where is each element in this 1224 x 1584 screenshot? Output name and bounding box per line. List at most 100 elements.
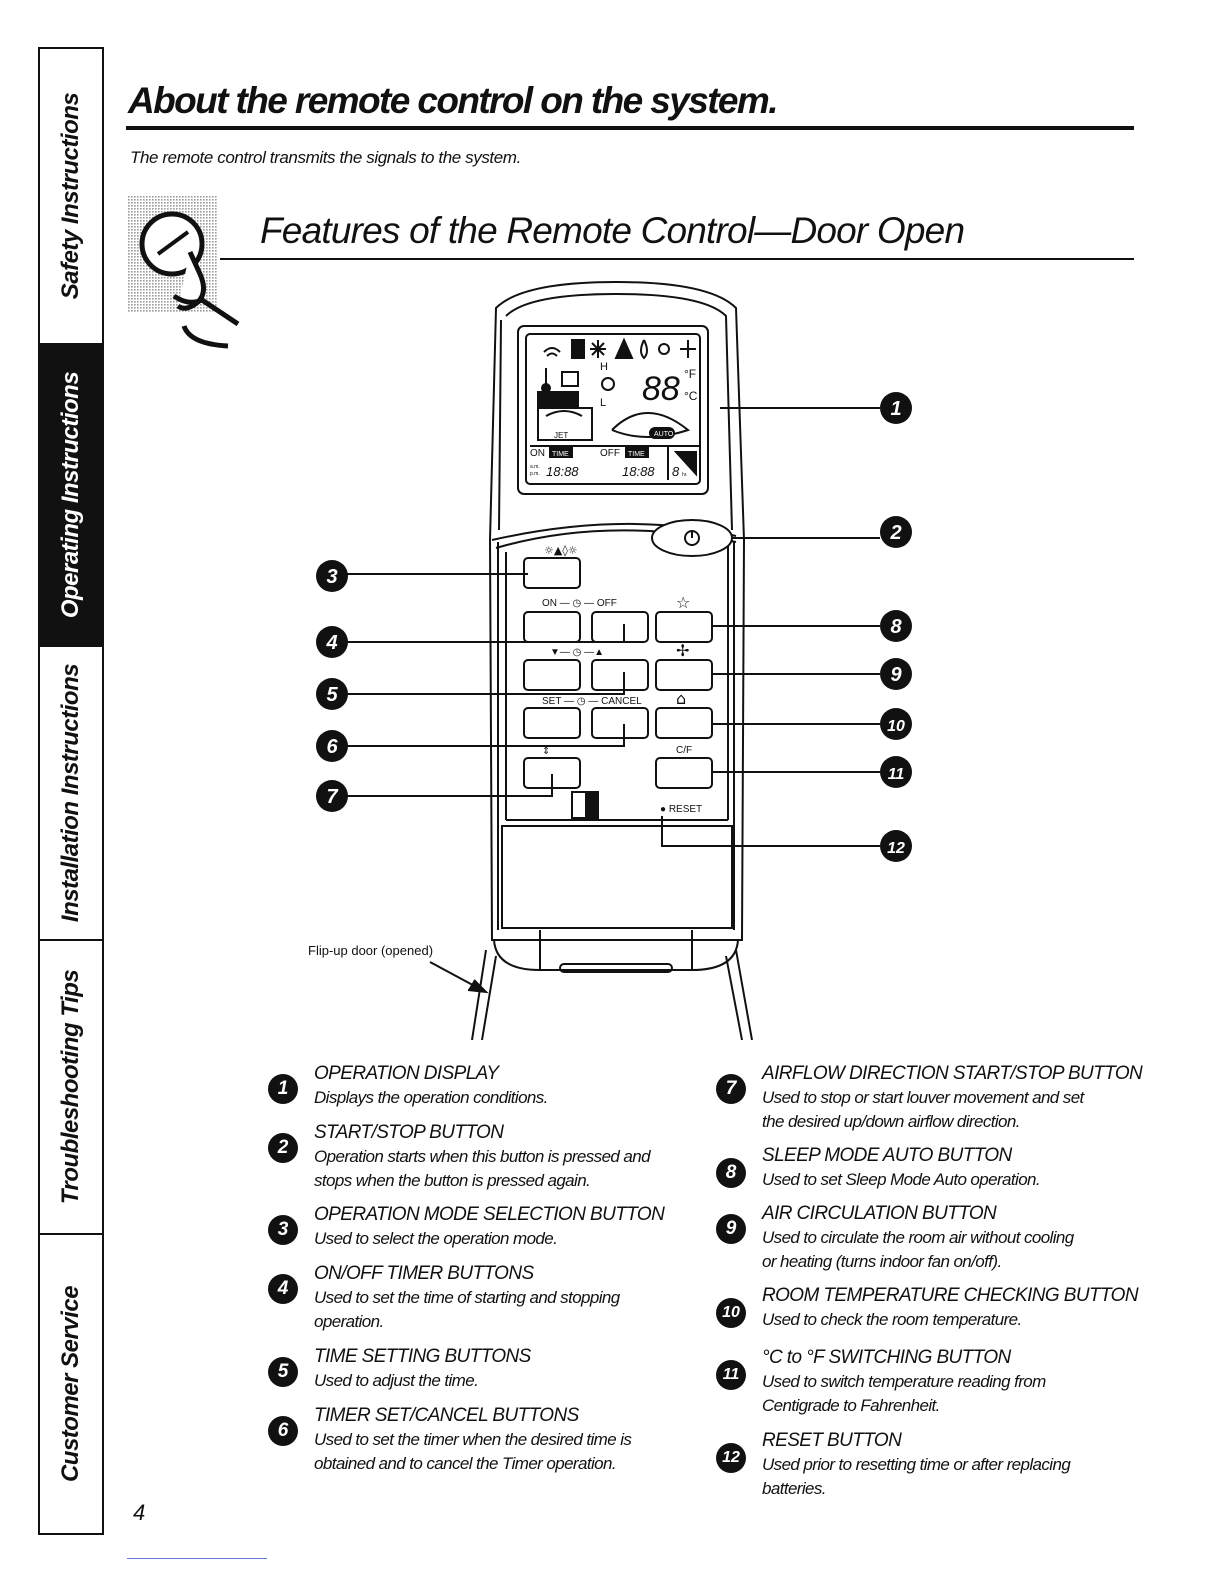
legend-title: ROOM TEMPERATURE CHECKING BUTTON bbox=[762, 1285, 1139, 1306]
callout-2: 2 bbox=[889, 522, 901, 544]
air-circulation-button bbox=[655, 659, 713, 691]
page-subtitle: The remote control transmits the signals… bbox=[130, 148, 521, 167]
legend-number: 1 bbox=[268, 1074, 298, 1104]
cf-button bbox=[655, 757, 713, 789]
callout-1: 1 bbox=[890, 398, 901, 420]
legend-desc: Used to check the room temperature. bbox=[762, 1310, 1022, 1329]
legend-title: °C to °F SWITCHING BUTTON bbox=[762, 1347, 1011, 1368]
sleep-star-icon: ☆ bbox=[676, 593, 690, 612]
legend-title: AIRFLOW DIRECTION START/STOP BUTTON bbox=[762, 1063, 1143, 1084]
legend-desc: Used to adjust the time. bbox=[314, 1371, 479, 1390]
legend-number: 8 bbox=[716, 1158, 746, 1188]
display-off-time-label: TIME bbox=[628, 451, 645, 458]
flip-up-door bbox=[493, 939, 739, 971]
callout-11: 11 bbox=[888, 766, 905, 783]
legend-number: 9 bbox=[716, 1214, 746, 1244]
section-rule bbox=[220, 258, 1134, 260]
display-off-time: 18:88 bbox=[622, 464, 655, 479]
legend-desc: Centigrade to Fahrenheit. bbox=[762, 1396, 940, 1415]
display-off: OFF bbox=[600, 448, 620, 459]
callout-9: 9 bbox=[890, 664, 902, 686]
display-lo: L bbox=[600, 397, 606, 409]
legend-number: 12 bbox=[716, 1443, 746, 1473]
room-temp-button bbox=[655, 707, 713, 739]
legend-title: SLEEP MODE AUTO BUTTON bbox=[762, 1145, 1012, 1166]
display-unit-c: °C bbox=[684, 389, 698, 403]
legend-number: 3 bbox=[268, 1215, 298, 1245]
set-cancel-label: SET — ◷ — CANCEL bbox=[542, 696, 642, 707]
legend-title: OPERATION DISPLAY bbox=[314, 1063, 499, 1084]
room-temp-icon: ⌂ bbox=[676, 689, 686, 708]
display-hr-digit: 8 bbox=[672, 464, 680, 479]
legend-desc: Used to circulate the room air without c… bbox=[762, 1228, 1074, 1247]
legend-desc: Used to set the time of starting and sto… bbox=[314, 1288, 620, 1307]
legend-desc: or heating (turns indoor fan on/off). bbox=[762, 1252, 1002, 1271]
legend-number: 10 bbox=[716, 1298, 746, 1328]
timer-set-button bbox=[523, 707, 581, 739]
legend-desc: stops when the button is pressed again. bbox=[314, 1171, 591, 1190]
callout-8: 8 bbox=[890, 616, 902, 638]
legend-title: OPERATION MODE SELECTION BUTTON bbox=[314, 1204, 665, 1225]
callout-6: 6 bbox=[326, 736, 338, 758]
flip-up-door-label: Flip-up door (opened) bbox=[308, 943, 434, 958]
legend-title: TIME SETTING BUTTONS bbox=[314, 1346, 531, 1367]
callout-10: 10 bbox=[887, 718, 905, 735]
tab-label: Troubleshooting Tips bbox=[57, 969, 84, 1205]
pointing-hand-icon bbox=[128, 196, 240, 349]
legend-title: TIMER SET/CANCEL BUTTONS bbox=[314, 1405, 579, 1426]
on-timer-button bbox=[523, 611, 581, 643]
legend-number: 5 bbox=[268, 1357, 298, 1387]
legend-title: START/STOP BUTTON bbox=[314, 1122, 504, 1143]
tab-safety-instructions[interactable]: Safety Instructions bbox=[40, 49, 102, 345]
legend-number: 11 bbox=[716, 1360, 746, 1390]
airflow-icon: ⇕ bbox=[542, 746, 550, 757]
display-on: ON bbox=[530, 448, 545, 459]
legend-title: AIR CIRCULATION BUTTON bbox=[762, 1203, 997, 1224]
display-on-time-label: TIME bbox=[552, 451, 569, 458]
fan-icon: ✢ bbox=[676, 641, 689, 660]
legend-number: 4 bbox=[268, 1274, 298, 1304]
page-title: About the remote control on the system. bbox=[128, 80, 779, 121]
display-am: a.m. bbox=[530, 464, 540, 470]
legend-desc: Displays the operation conditions. bbox=[314, 1088, 548, 1107]
off-timer-button bbox=[591, 611, 649, 643]
display-icons bbox=[530, 337, 700, 480]
mode-icons: ☼▲◊☼ bbox=[544, 544, 578, 557]
remote-body bbox=[488, 280, 746, 941]
callout-7: 7 bbox=[326, 786, 338, 808]
tab-operating-instructions[interactable]: Operating Instructions bbox=[40, 345, 102, 647]
tab-label: Installation Instructions bbox=[57, 663, 84, 923]
tab-installation-instructions[interactable]: Installation Instructions bbox=[40, 647, 102, 941]
legend-desc: Used to select the operation mode. bbox=[314, 1229, 558, 1248]
display-unit-f: °F bbox=[684, 367, 696, 381]
legend-desc: Used to set the timer when the desired t… bbox=[314, 1430, 632, 1449]
display-temp: 88 bbox=[642, 370, 680, 408]
callout-12: 12 bbox=[887, 840, 905, 857]
tab-customer-service[interactable]: Customer Service bbox=[40, 1235, 102, 1533]
tab-troubleshooting-tips[interactable]: Troubleshooting Tips bbox=[40, 941, 102, 1235]
page-number: 4 bbox=[133, 1500, 146, 1525]
section-title: Features of the Remote Control—Door Open bbox=[260, 210, 965, 251]
tab-label: Customer Service bbox=[57, 1285, 84, 1483]
display-pm: p.m. bbox=[530, 471, 540, 477]
reset-label: ● RESET bbox=[660, 804, 702, 815]
legend-number: 2 bbox=[268, 1133, 298, 1163]
tab-label: Operating Instructions bbox=[57, 371, 84, 619]
legend-desc: obtained and to cancel the Timer operati… bbox=[314, 1454, 617, 1473]
legend-desc: Used to switch temperature reading from bbox=[762, 1372, 1046, 1391]
down-up-label: ▼— ◷ —▲ bbox=[550, 647, 604, 658]
remote-control-diagram: H L 88 °F °C JET AUTO ON TIME OFF TIME a… bbox=[316, 280, 912, 1040]
legend-number: 7 bbox=[716, 1074, 746, 1104]
callout-3: 3 bbox=[326, 566, 337, 588]
display-hi: H bbox=[600, 361, 608, 373]
time-down-button bbox=[523, 659, 581, 691]
callout-5: 5 bbox=[326, 684, 338, 706]
bottom-rule bbox=[127, 1558, 267, 1559]
legend-number: 6 bbox=[268, 1416, 298, 1446]
legend-desc: Used to set Sleep Mode Auto operation. bbox=[762, 1170, 1041, 1189]
legend-desc: Used prior to resetting time or after re… bbox=[762, 1455, 1071, 1474]
display-auto: AUTO bbox=[654, 431, 674, 438]
callout-4: 4 bbox=[325, 632, 337, 654]
mode-button bbox=[523, 557, 581, 589]
display-on-time: 18:88 bbox=[546, 464, 579, 479]
